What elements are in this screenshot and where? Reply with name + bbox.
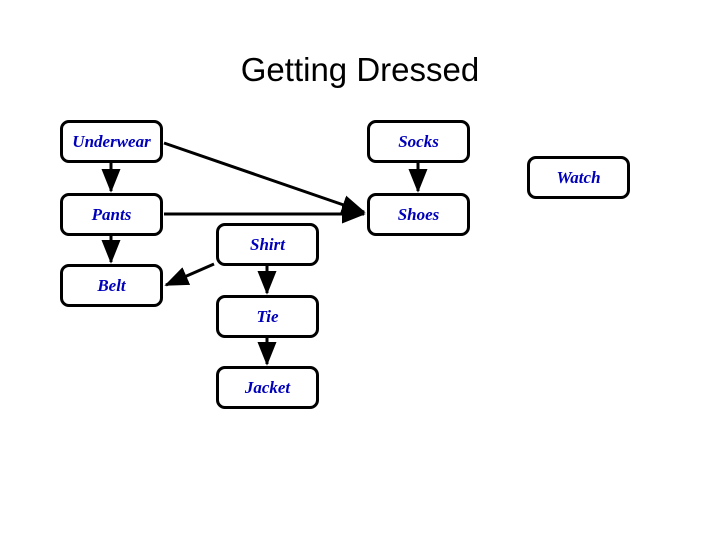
node-label-tie: Tie: [256, 307, 279, 326]
node-shoes[interactable]: Shoes: [367, 193, 470, 236]
node-label-pants: Pants: [91, 205, 132, 224]
node-watch[interactable]: Watch: [527, 156, 630, 199]
node-label-underwear: Underwear: [72, 132, 151, 151]
node-label-shoes: Shoes: [397, 205, 440, 224]
page-title: Getting Dressed: [240, 51, 480, 88]
node-tie[interactable]: Tie: [216, 295, 319, 338]
node-label-jacket: Jacket: [244, 378, 291, 397]
node-label-watch: Watch: [556, 168, 601, 187]
node-shirt[interactable]: Shirt: [216, 223, 319, 266]
node-label-shirt: Shirt: [250, 235, 285, 254]
node-belt[interactable]: Belt: [60, 264, 163, 307]
edge-shirt-belt: [164, 262, 215, 287]
node-pants[interactable]: Pants: [60, 193, 163, 236]
node-underwear[interactable]: Underwear: [60, 120, 163, 163]
node-label-belt: Belt: [97, 276, 126, 295]
node-jacket[interactable]: Jacket: [216, 366, 319, 409]
edges-group: [101, 141, 428, 366]
node-label-socks: Socks: [398, 132, 439, 151]
node-socks[interactable]: Socks: [367, 120, 470, 163]
edge-underwear-shoes: [163, 141, 366, 214]
